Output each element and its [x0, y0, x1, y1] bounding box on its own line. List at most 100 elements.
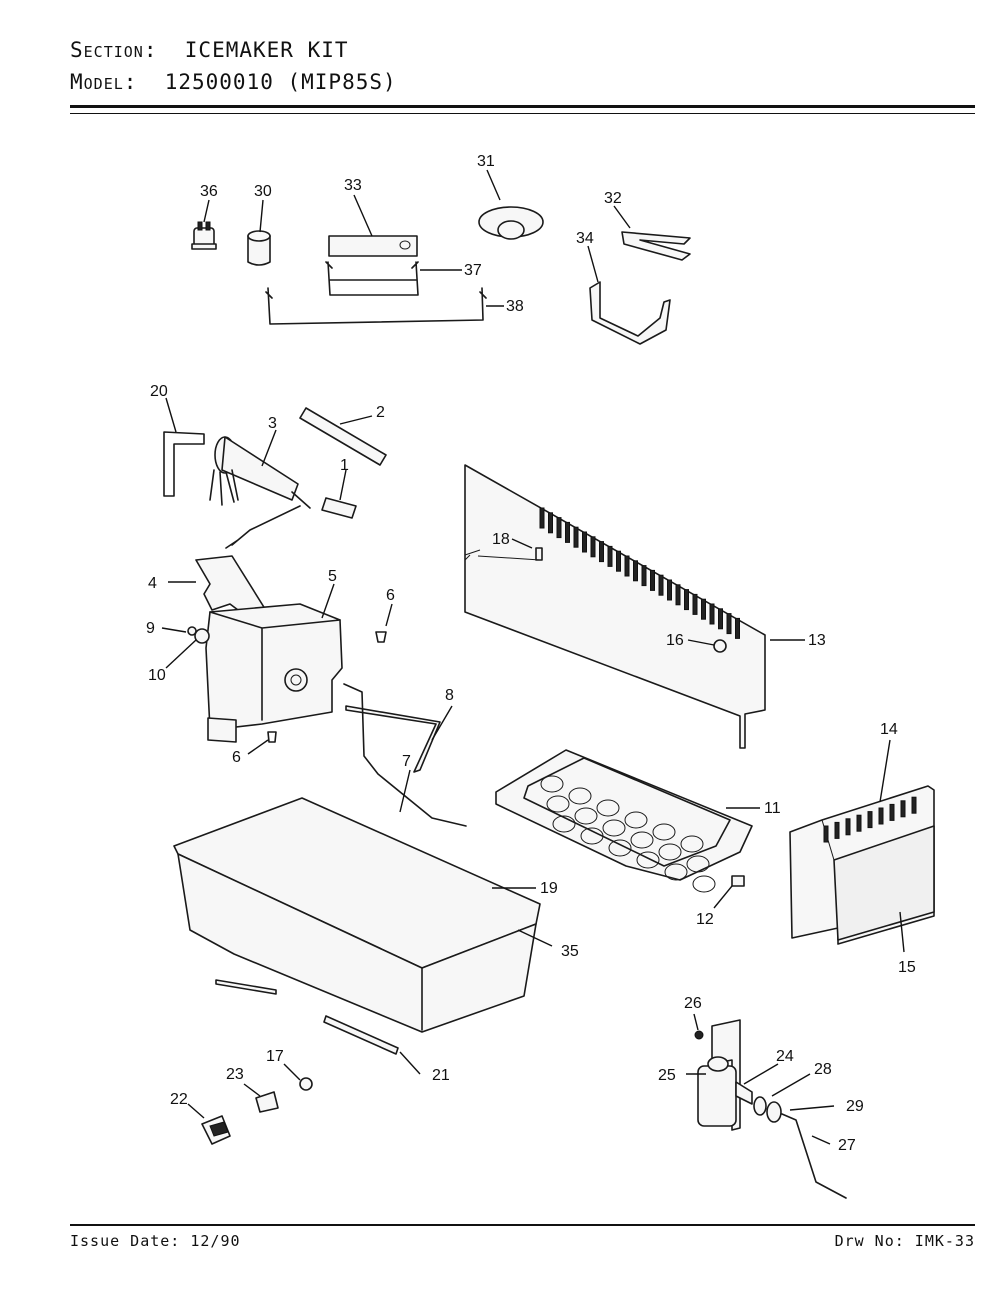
model-heading: Model: 12500010 (MIP85S) — [70, 70, 397, 94]
part-10-washer — [194, 628, 210, 644]
part-6-screw — [375, 631, 387, 643]
callout-20: 20 — [150, 383, 168, 400]
callout-21: 21 — [432, 1067, 450, 1084]
mold-cup — [658, 843, 682, 861]
callout-19: 19 — [540, 880, 558, 897]
vent-slot — [539, 507, 545, 529]
mold-cups — [540, 775, 716, 893]
callout-12: 12 — [696, 911, 714, 928]
mold-cup — [602, 819, 626, 837]
callout-23: 23 — [226, 1066, 244, 1083]
callout-9: 9 — [146, 620, 155, 637]
housing-slot — [867, 811, 873, 829]
callout-15: 15 — [898, 959, 916, 976]
housing-slot — [845, 818, 851, 836]
mold-cup — [664, 863, 688, 881]
vent-slot — [735, 617, 740, 639]
mold-cup — [636, 851, 660, 869]
vent-slot — [624, 555, 630, 577]
header-rule-thin — [70, 113, 975, 114]
part-21-sleeve-a — [215, 979, 277, 995]
vent-slot — [590, 536, 596, 558]
mold-cup — [580, 827, 604, 845]
callout-17: 17 — [266, 1048, 284, 1065]
part-19-35-ice-bin — [173, 797, 541, 1033]
footer-rule — [70, 1224, 975, 1226]
section-value: ICEMAKER KIT — [184, 38, 349, 62]
part-13-shield — [464, 464, 766, 749]
part-31-grommet — [478, 206, 544, 240]
mold-cup — [692, 875, 716, 893]
callout-38: 38 — [506, 298, 524, 315]
vent-slot — [573, 526, 579, 548]
vent-slot — [641, 565, 647, 587]
housing-slot — [878, 807, 884, 825]
callout-2: 2 — [376, 404, 385, 421]
part-20-ltube — [163, 431, 205, 497]
vent-slot — [556, 517, 562, 539]
part-28-washer — [753, 1096, 767, 1116]
part-30-plug — [247, 230, 271, 266]
shield-vent-slots — [539, 507, 740, 639]
callout-22: 22 — [170, 1091, 188, 1108]
callout-14: 14 — [880, 721, 898, 738]
callout-5: 5 — [328, 568, 337, 585]
callout-16: 16 — [666, 632, 684, 649]
callout-4: 4 — [148, 575, 157, 592]
vent-slot — [548, 512, 553, 534]
part-12-cap — [731, 875, 745, 887]
vent-slot — [650, 569, 655, 591]
vent-slot — [701, 598, 706, 620]
callout-33: 33 — [344, 177, 362, 194]
mold-cup — [686, 855, 710, 873]
vent-slot — [616, 550, 621, 572]
part-18-screw — [535, 547, 543, 561]
callout-11: 11 — [764, 800, 781, 817]
mold-cup — [680, 835, 704, 853]
vent-slot — [675, 584, 681, 606]
callout-25: 25 — [658, 1067, 676, 1084]
callout-10: 10 — [148, 667, 166, 684]
vent-slot — [607, 545, 613, 567]
part-33-cover — [328, 235, 418, 257]
callout-32: 32 — [604, 190, 622, 207]
part-32-clip — [621, 231, 691, 261]
vent-slot — [658, 574, 664, 596]
mold-cup — [574, 807, 598, 825]
leader-lines — [161, 169, 905, 1145]
mold-cup — [608, 839, 632, 857]
mold-cup — [630, 831, 654, 849]
vent-slot — [667, 579, 672, 601]
part-34-ubracket — [589, 281, 671, 345]
vent-slot — [692, 593, 698, 615]
part-29-nut — [766, 1101, 782, 1123]
part-21-sleeve-b — [323, 1015, 399, 1055]
vent-slot — [709, 603, 715, 625]
mold-cup — [624, 811, 648, 829]
callout-7: 7 — [402, 753, 411, 770]
mold-cup — [552, 815, 576, 833]
vent-slot — [684, 589, 689, 611]
callout-3: 3 — [268, 415, 277, 432]
callout-26: 26 — [684, 995, 702, 1012]
callout-24: 24 — [776, 1048, 794, 1065]
drawing-number: Drw No: IMK-33 — [834, 1232, 975, 1250]
section-label: Section: — [70, 38, 158, 62]
callout-13: 13 — [808, 632, 826, 649]
part-17-washer — [299, 1077, 313, 1091]
part-25-water-valve — [697, 1019, 753, 1131]
callout-6: 6 — [386, 587, 395, 604]
part-23-clamp — [255, 1091, 279, 1113]
part-6-screw-lower — [267, 731, 277, 743]
part-3-harness — [209, 436, 311, 549]
section-heading: Section: ICEMAKER KIT — [70, 38, 349, 62]
part-16-washer — [713, 639, 727, 653]
housing-slot — [900, 800, 906, 818]
callout-28: 28 — [814, 1061, 832, 1078]
part-11-mold — [495, 749, 753, 881]
issue-date: Issue Date: 12/90 — [70, 1232, 241, 1250]
vent-slot — [582, 531, 587, 553]
callout-35: 35 — [561, 943, 579, 960]
part-36-connector — [191, 221, 217, 250]
